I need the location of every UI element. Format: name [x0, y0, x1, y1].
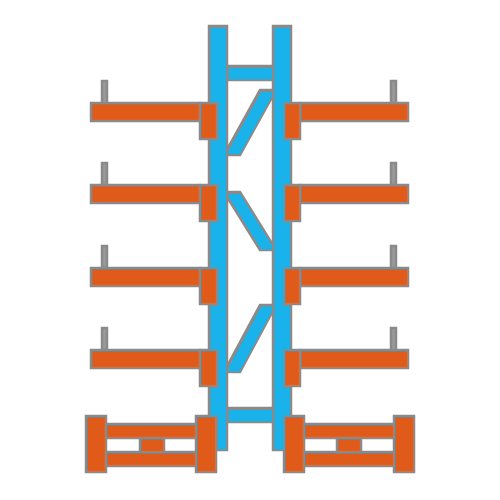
- arm-bracket-right: [282, 183, 302, 223]
- arm-bracket-left: [198, 348, 219, 388]
- diagonal-brace: [221, 88, 279, 157]
- diagonal-brace: [221, 190, 279, 252]
- arm-bracket-left: [198, 183, 219, 223]
- base-outer-post-right: [392, 414, 416, 474]
- base-rail-upper-left: [104, 422, 200, 440]
- arm-bracket-right: [282, 348, 302, 388]
- arm-right: [298, 348, 410, 370]
- rack-frame: [207, 24, 293, 452]
- base-inner-post-right: [282, 414, 306, 474]
- arm-right: [298, 266, 410, 288]
- end-stop-left: [100, 326, 109, 352]
- base-inner-post-left: [194, 414, 218, 474]
- rack-bases: [84, 414, 416, 474]
- arm-bracket-right: [282, 101, 302, 141]
- diagonal-brace: [221, 303, 279, 374]
- arm-left: [89, 183, 202, 205]
- arm-bracket-right: [282, 266, 302, 306]
- end-stop-left: [100, 244, 109, 270]
- arm-left: [89, 101, 202, 123]
- arm-right: [298, 183, 410, 205]
- base-outer-post-left: [84, 414, 108, 474]
- base-rail-lower-left: [104, 450, 200, 468]
- top-tie-beam: [225, 64, 275, 82]
- end-stop-right: [389, 326, 398, 352]
- end-stop-right: [389, 244, 398, 270]
- base-connector-right: [335, 436, 363, 454]
- arm-left: [89, 266, 202, 288]
- base-rail-upper-right: [302, 422, 398, 440]
- end-stop-left: [100, 161, 109, 187]
- end-stop-right: [389, 79, 398, 105]
- base-rail-lower-right: [302, 450, 398, 468]
- arms-left-side: [89, 79, 219, 388]
- arm-bracket-left: [198, 101, 219, 141]
- arm-right: [298, 101, 410, 123]
- arm-bracket-left: [198, 266, 219, 306]
- base-connector-left: [138, 436, 166, 454]
- arm-left: [89, 348, 202, 370]
- end-stop-left: [100, 79, 109, 105]
- arms-right-side: [282, 79, 410, 388]
- end-stop-right: [389, 161, 398, 187]
- bottom-tie-beam: [225, 406, 275, 424]
